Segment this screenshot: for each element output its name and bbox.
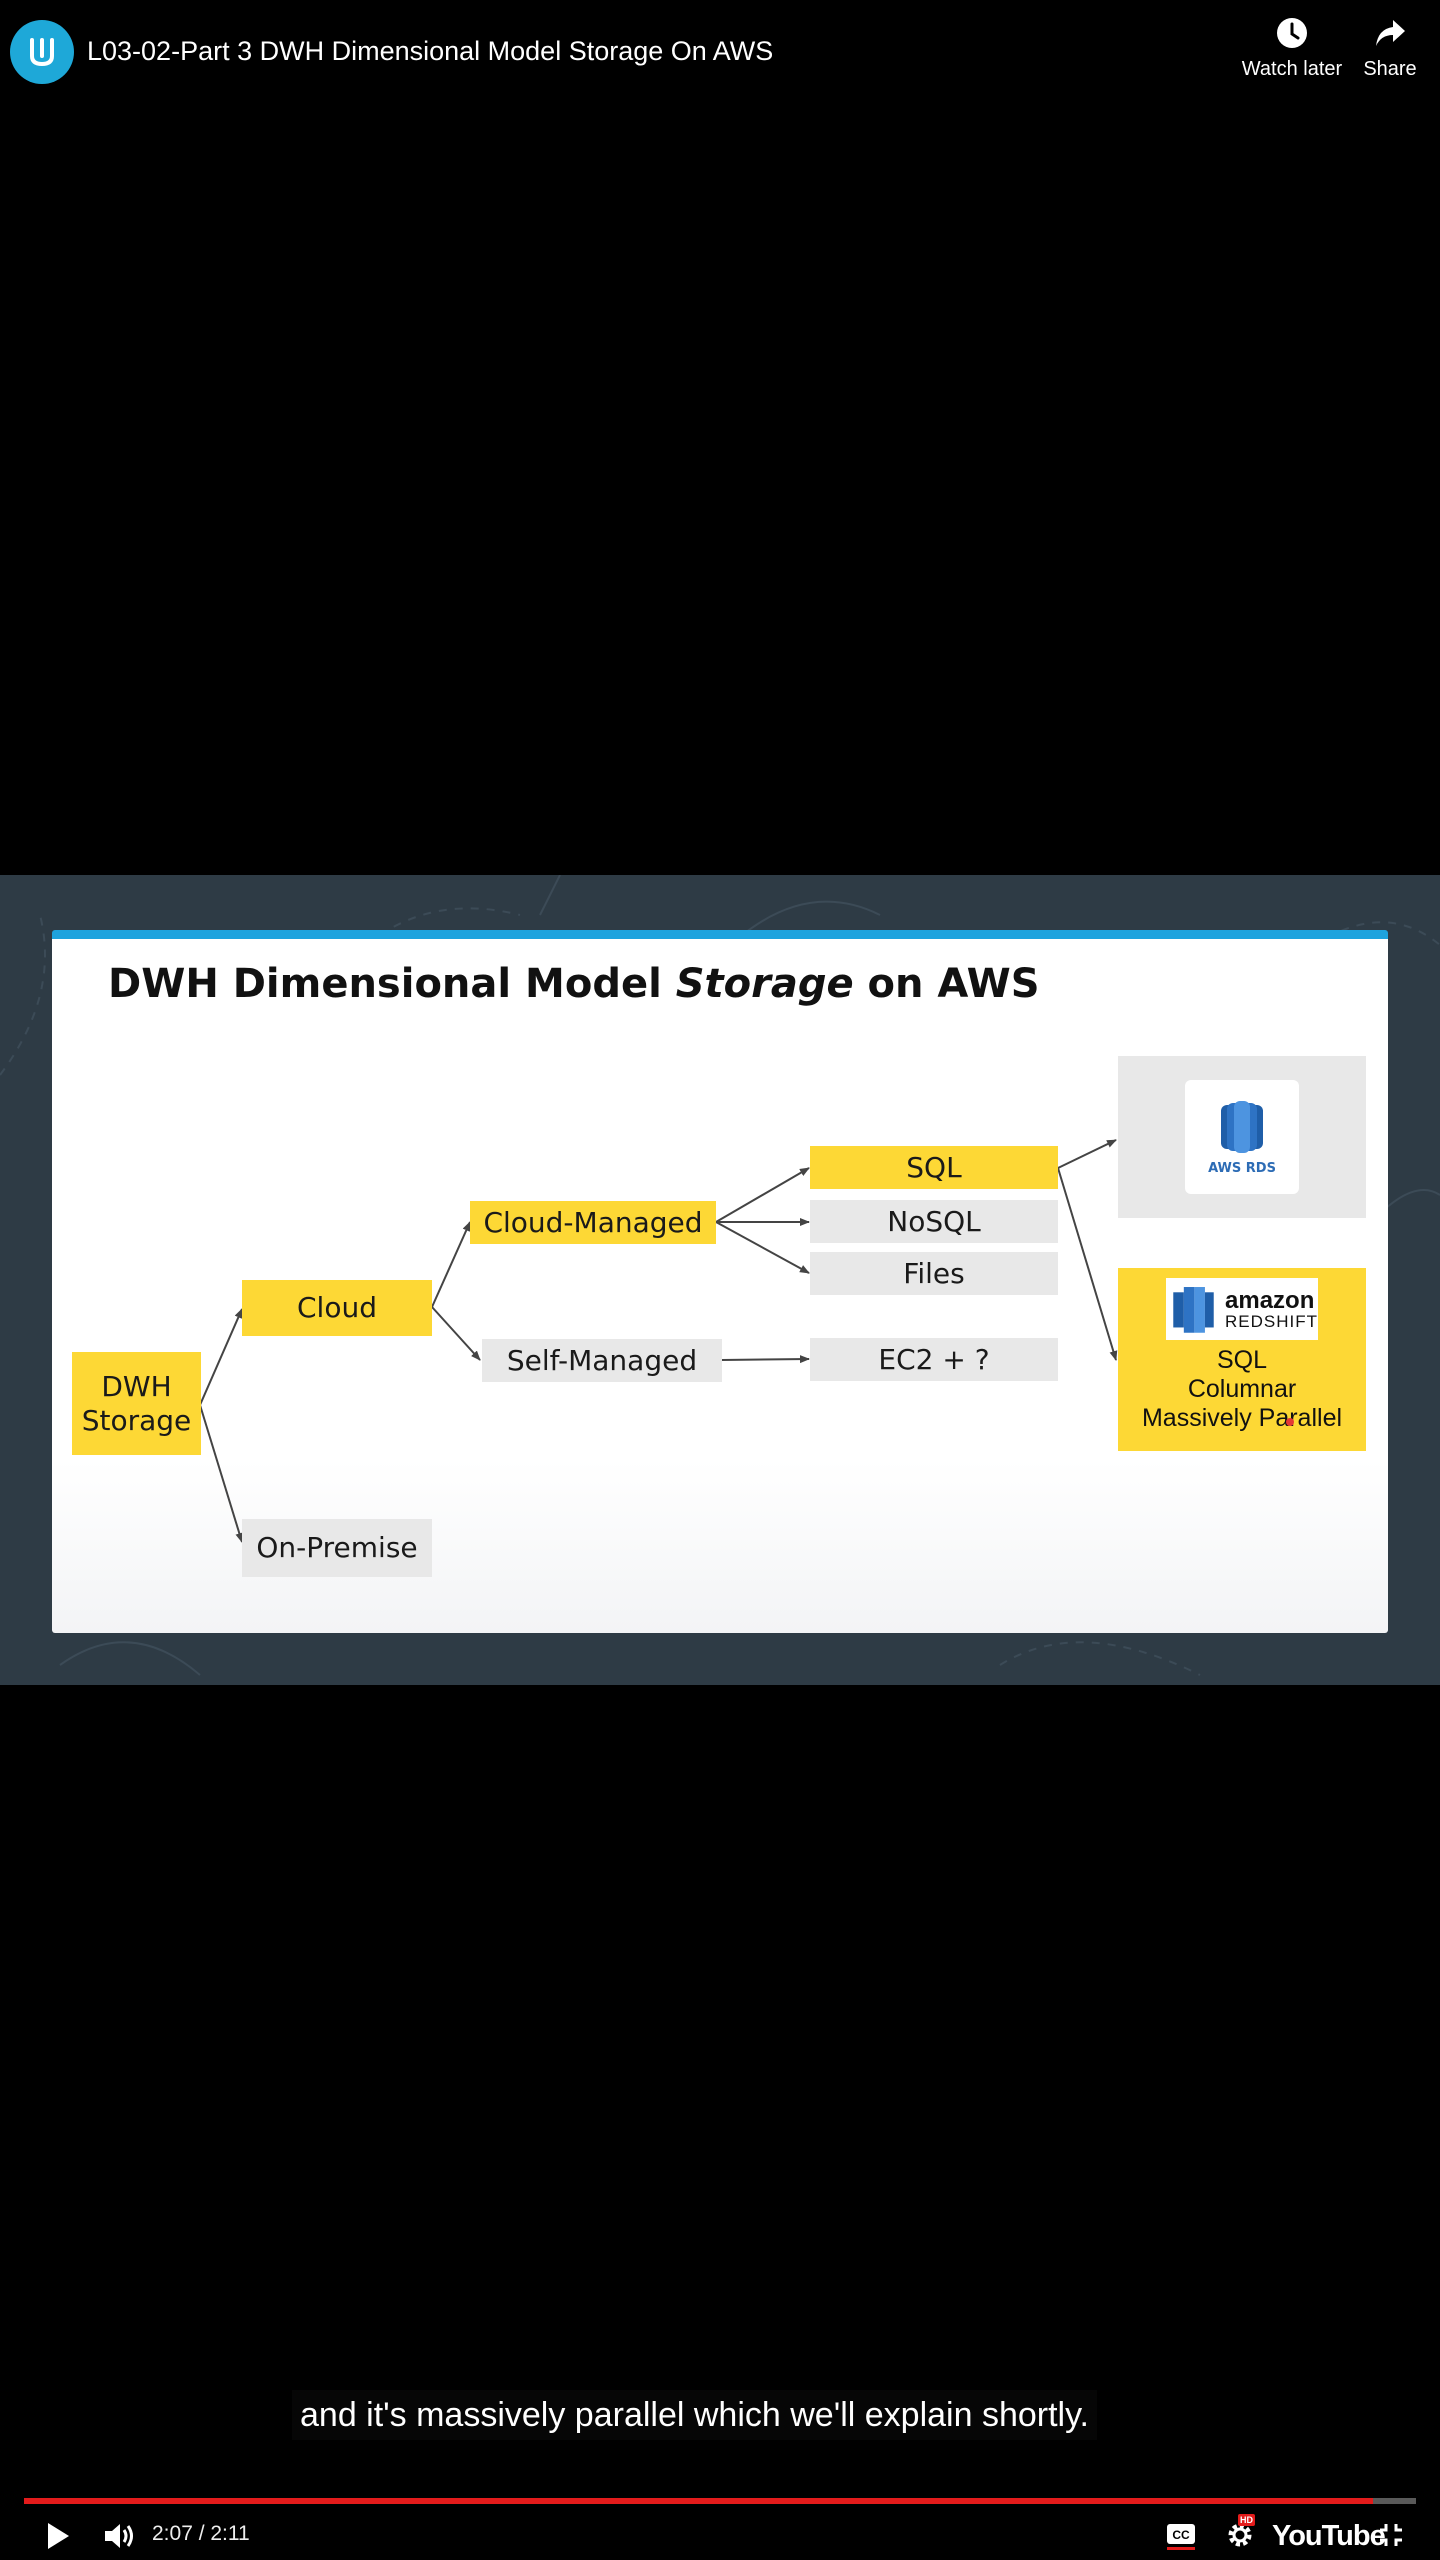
play-button[interactable] (40, 2518, 76, 2554)
redshift-description: SQL Columnar Massively Parallel (1118, 1346, 1366, 1433)
subtitle-caption: and it's massively parallel which we'll … (292, 2390, 1098, 2440)
share-label: Share (1363, 58, 1417, 80)
exit-fullscreen-icon (1380, 2524, 1402, 2546)
clock-icon (1277, 18, 1307, 48)
progress-bar[interactable] (24, 2498, 1416, 2504)
watch-later-label: Watch later (1241, 58, 1343, 80)
diagram-arrows (199, 1139, 1118, 1543)
node-files: Files (810, 1252, 1058, 1295)
share-button[interactable]: Share (1362, 16, 1418, 81)
node-self-managed: Self-Managed (482, 1339, 722, 1382)
watch-later-button[interactable]: Watch later (1240, 16, 1344, 81)
exit-fullscreen-button[interactable] (1374, 2518, 1408, 2552)
node-cloud-managed: Cloud-Managed (470, 1201, 716, 1244)
progress-played (24, 2498, 1373, 2504)
node-sql: SQL (810, 1146, 1058, 1189)
aws-rds-logo: AWS RDS (1185, 1080, 1299, 1194)
captions-button[interactable]: CC (1164, 2518, 1198, 2552)
redshift-line-sql: SQL (1216, 1346, 1268, 1374)
cc-icon: CC (1167, 2524, 1195, 2550)
play-icon (48, 2523, 69, 2549)
video-top-bar: L03-02-Part 3 DWH Dimensional Model Stor… (0, 0, 1440, 110)
rds-database-icon (1221, 1100, 1263, 1153)
redshift-line-parallel: Massively Parallel (1141, 1404, 1343, 1432)
amazon-redshift-logo: amazon REDSHIFT (1166, 1278, 1318, 1340)
svg-text:CC: CC (1172, 2528, 1190, 2542)
time-display: 2:07 / 2:11 (152, 2522, 250, 2545)
slide: DWH Dimensional Model Storage on AWS (52, 930, 1388, 1633)
node-dwh-storage: DWH Storage (72, 1352, 201, 1455)
node-nosql: NoSQL (810, 1200, 1058, 1243)
node-dwh-storage-line1: DWH (101, 1369, 172, 1403)
aws-rds-box: AWS RDS (1118, 1056, 1366, 1218)
redshift-icon (1173, 1287, 1214, 1333)
redshift-line-columnar: Columnar (1187, 1375, 1297, 1403)
node-ec2: EC2 + ? (810, 1338, 1058, 1381)
video-frame[interactable]: DWH Dimensional Model Storage on AWS (0, 875, 1440, 1685)
hd-badge: HD (1238, 2514, 1255, 2526)
volume-button[interactable] (100, 2518, 140, 2554)
laser-pointer-dot (1286, 1418, 1294, 1426)
node-cloud: Cloud (242, 1280, 432, 1336)
node-dwh-storage-line2: Storage (81, 1403, 192, 1437)
slide-title: DWH Dimensional Model Storage on AWS (108, 961, 1040, 1007)
aws-rds-label: AWS RDS (1208, 1160, 1276, 1176)
player-controls: 2:07 / 2:11 CC HD YouTube (0, 2510, 1440, 2560)
video-title[interactable]: L03-02-Part 3 DWH Dimensional Model Stor… (87, 36, 774, 66)
amazon-wordmark: amazon (1225, 1286, 1315, 1314)
volume-icon (105, 2524, 133, 2548)
share-icon (1376, 20, 1405, 46)
youtube-logo[interactable]: YouTube (1272, 2520, 1386, 2552)
node-on-premise: On-Premise (242, 1519, 432, 1577)
udacity-logo-icon[interactable] (10, 20, 74, 84)
redshift-wordmark: REDSHIFT (1225, 1311, 1318, 1331)
settings-icon (1228, 2523, 1252, 2547)
amazon-redshift-box: amazon REDSHIFT SQL Columnar Massively P… (1118, 1268, 1366, 1451)
settings-button[interactable]: HD (1222, 2514, 1258, 2552)
